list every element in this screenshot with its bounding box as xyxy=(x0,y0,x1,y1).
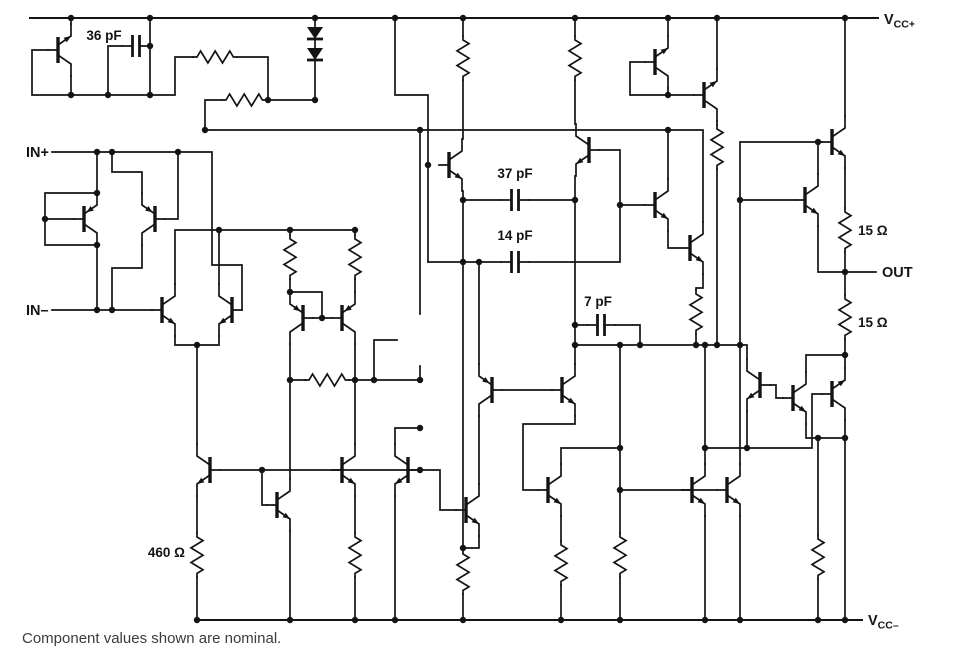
vcc-minus-label: VCC– xyxy=(868,613,899,632)
wires-middle xyxy=(427,17,748,621)
res-460-label: 460 Ω xyxy=(148,545,185,560)
labels: VCC+ VCC– IN+ IN– OUT 36 pF 37 pF 14 pF … xyxy=(22,12,915,647)
resistor xyxy=(613,532,627,578)
resistor xyxy=(192,50,238,64)
resistor xyxy=(568,35,582,81)
wires-diff-pair xyxy=(174,229,356,445)
transistor xyxy=(793,172,820,228)
wires-bottom-left xyxy=(196,427,457,621)
transistor xyxy=(195,442,222,498)
transistor xyxy=(140,191,167,247)
res-15-top-label: 15 Ω xyxy=(858,223,888,238)
diode xyxy=(305,25,325,41)
resistor xyxy=(283,234,297,280)
capacitor-36pf xyxy=(120,33,152,59)
resistor xyxy=(348,234,362,280)
transistor xyxy=(72,191,99,247)
in-plus-label: IN+ xyxy=(26,145,49,161)
resistor xyxy=(456,35,470,81)
wires-top-left xyxy=(31,17,316,131)
wires-bias-lines xyxy=(204,17,704,263)
transistor xyxy=(643,177,670,233)
cap-14pf-label: 14 pF xyxy=(497,228,532,243)
transistor xyxy=(265,477,292,533)
junction-dots xyxy=(41,14,849,624)
transistor xyxy=(477,362,504,418)
capacitors xyxy=(120,33,617,338)
transistor xyxy=(46,22,73,78)
resistor xyxy=(456,549,470,595)
transistor xyxy=(574,122,601,178)
transistor xyxy=(692,67,719,123)
resistor xyxy=(221,93,267,107)
transistor xyxy=(550,362,577,418)
cap-37pf-label: 37 pF xyxy=(497,166,532,181)
resistor xyxy=(554,540,568,586)
diode xyxy=(305,46,325,62)
resistor xyxy=(811,534,825,580)
transistor-output-bottom xyxy=(820,366,847,422)
res-15-bottom-label: 15 Ω xyxy=(858,315,888,330)
transistor xyxy=(536,462,563,518)
transistor xyxy=(437,137,464,193)
wires xyxy=(31,17,877,621)
transistor xyxy=(330,290,357,346)
transistor xyxy=(643,34,670,90)
resistor xyxy=(304,373,350,387)
power-rails xyxy=(29,17,879,621)
resistor-15-ohm-bottom xyxy=(838,294,852,340)
transistor xyxy=(745,357,772,413)
transistor xyxy=(678,220,705,276)
resistor-460-ohm xyxy=(190,532,204,578)
resistors xyxy=(190,35,852,595)
transistor-input-plus xyxy=(217,282,244,338)
in-minus-label: IN– xyxy=(26,303,49,319)
transistor-input-minus xyxy=(150,282,177,338)
transistor-output-top xyxy=(820,114,847,170)
wires-right xyxy=(619,17,877,621)
transistor xyxy=(288,290,315,346)
transistor xyxy=(454,482,481,538)
caption-text: Component values shown are nominal. xyxy=(22,630,281,647)
transistor xyxy=(781,370,808,426)
resistor-15-ohm-top xyxy=(838,207,852,253)
resistor xyxy=(348,532,362,578)
resistor xyxy=(710,124,724,170)
capacitor-7pf xyxy=(585,312,617,338)
cap-7pf-label: 7 pF xyxy=(584,294,612,309)
vcc-plus-label: VCC+ xyxy=(884,12,915,31)
transistor xyxy=(715,462,742,518)
cap-36pf-label: 36 pF xyxy=(86,28,121,43)
transistors xyxy=(46,22,847,538)
capacitor-14pf xyxy=(499,249,531,275)
out-label: OUT xyxy=(882,265,913,281)
resistor xyxy=(689,289,703,335)
capacitor-37pf xyxy=(499,187,531,213)
